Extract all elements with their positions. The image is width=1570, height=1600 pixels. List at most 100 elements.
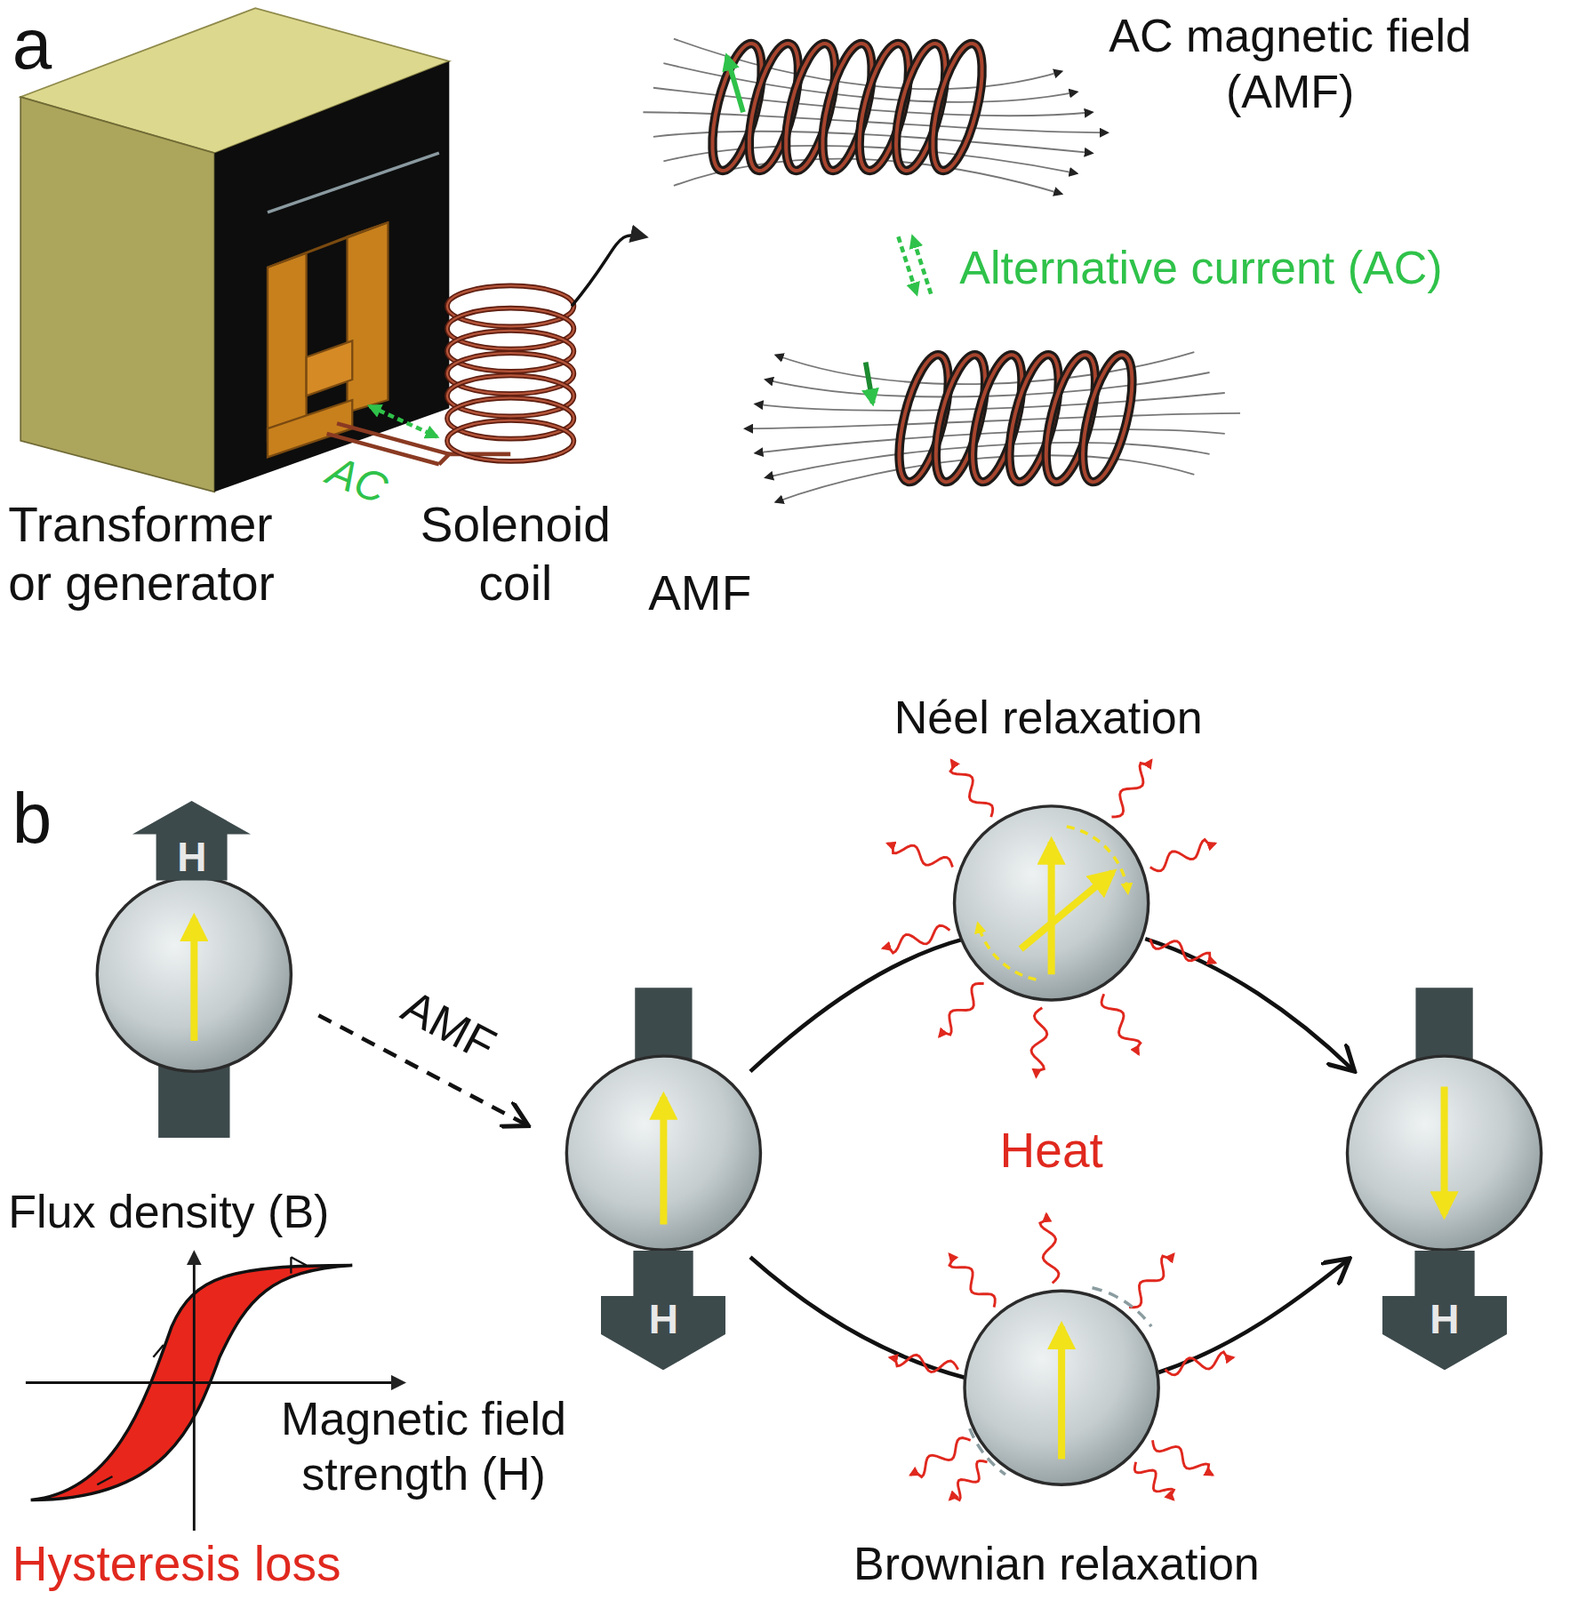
heat-wave [1152,1440,1213,1475]
text-label: AMF [392,978,505,1074]
heat-wave [949,1254,995,1308]
text-label: Magnetic field strength (H) [255,1391,593,1503]
moment-arrow [1057,1326,1066,1459]
field-line [755,429,1226,454]
process-arrow [750,938,965,1072]
coil-winding [849,39,919,176]
transformer-slot [267,152,440,213]
transformer-core [347,222,389,413]
coil-winding [926,350,996,487]
heat-wave [910,1438,971,1478]
pointer-arrow [571,235,646,307]
coil-winding [849,39,919,176]
text-label: Flux density (B) [8,1184,329,1240]
loop-direction-tick [289,1257,292,1274]
field-line [744,413,1241,429]
field-line [653,131,1093,153]
text-label: Hysteresis loss [12,1534,342,1594]
heat-wave [1031,1008,1048,1078]
heat-wave [1111,760,1152,818]
coil-winding [999,350,1069,487]
process-arrow [1145,938,1353,1070]
field-arrow: H [132,801,251,882]
coil-winding [1035,350,1106,487]
heat-wave [950,760,994,818]
heat-wave [1165,1352,1234,1376]
arrow-fill [132,801,251,882]
field-line [755,392,1226,411]
wire [336,423,449,454]
axis [192,1253,196,1531]
coil-winding [886,39,956,176]
arrow-fill [600,1250,726,1370]
axis [25,1381,404,1385]
coil-winding [922,39,993,176]
coil-winding [886,39,956,176]
rotation-arc [1066,826,1129,894]
nanoparticle [566,1056,761,1250]
coil-winding [702,39,772,176]
field-symbol: H [1429,1298,1459,1340]
text-label: Alternative current (AC) [959,240,1442,296]
coil-winding [738,39,809,176]
moment-arrow [659,1097,667,1225]
coil-winding [889,350,959,487]
transformer-side [20,96,215,492]
coil-winding [1073,350,1143,487]
coil-winding [1035,350,1106,487]
field-arrow: H [1382,1250,1507,1370]
heat-wave [889,1354,959,1372]
heat-wave [1150,938,1216,963]
heat-wave [882,925,950,954]
nanoparticle [954,806,1149,1001]
coil-winding [776,39,846,176]
loop-direction-tick [290,1257,306,1266]
coil-winding [962,350,1033,487]
current-arrow [727,56,744,113]
rotation-arc [977,923,1036,980]
moment-arrow [1441,1087,1449,1215]
text-label: b [12,776,53,862]
text-label: a [12,1,53,88]
heat-wave [1101,993,1141,1055]
coil-winding [999,350,1069,487]
ac-arrow [369,406,438,437]
process-arrow [1158,1260,1347,1373]
loop-direction-tick [152,1345,163,1358]
coil-winding [962,350,1033,487]
heat-wave [887,843,953,868]
coil-winding [702,39,772,176]
text-label: Solenoid coil [391,495,641,613]
nanoparticle [964,1290,1159,1485]
nanoparticle [96,877,291,1072]
arrow-fill [1382,1250,1507,1370]
rotation-arc [969,1428,1006,1475]
text-label: AC [320,444,394,514]
process-arrow [750,1257,965,1378]
coil-winding [447,420,574,462]
moment-arrow [1048,841,1056,975]
heat-wave [1134,1462,1174,1500]
coil-winding [1073,350,1143,487]
transformer-core [306,340,353,396]
field-arrow: H [600,1250,726,1370]
nanoparticle [1347,1056,1542,1250]
text-label: AC magnetic field (AMF) [1054,8,1526,120]
heat-wave [949,1460,987,1500]
current-arrow [865,362,874,404]
transformer-core [267,222,388,268]
coil-winding [447,420,574,462]
rotation-arc [1092,1288,1153,1328]
field-arrow-shaft [634,987,692,1065]
text-label: Brownian relaxation [853,1536,1260,1592]
loop-direction-tick [96,1476,113,1485]
heat-wave [1150,840,1216,872]
field-arrow-shaft [1415,987,1473,1065]
moment-arrow [1020,873,1113,950]
coil-winding [889,350,959,487]
coil-winding [926,350,996,487]
field-symbol: H [648,1298,679,1340]
text-label: Néel relaxation [894,689,1203,745]
